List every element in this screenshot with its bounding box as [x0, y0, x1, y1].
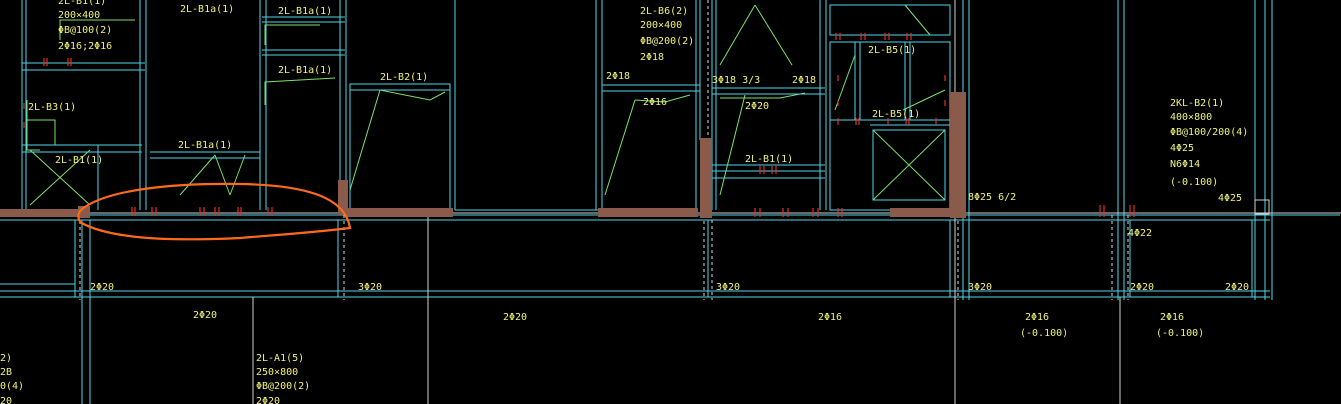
stirrup-spec-partial: 0(4): [0, 381, 24, 392]
rebar-spec: 3Φ20: [358, 282, 382, 293]
rebar-spec: 2Φ20: [1130, 282, 1154, 293]
rebar-lines: [26, 4, 946, 206]
beam-label: 2L-B1a(1): [178, 140, 232, 151]
beam-label-partial: 2): [0, 353, 12, 364]
rebar-spec: 2Φ20: [503, 312, 527, 323]
beam-label: 2L-B1(1): [745, 154, 793, 165]
rebar-spec: 2Φ20: [1225, 282, 1249, 293]
elevation: (-0.100): [1170, 177, 1218, 188]
rebar-spec: 2Φ20: [256, 396, 280, 404]
rebar-spec: 2Φ16: [818, 312, 842, 323]
rebar-spec: 2Φ18: [606, 71, 630, 82]
rebar-spec: 2Φ16: [1025, 312, 1049, 323]
rebar-spec-partial: 20: [0, 396, 12, 404]
walls: [0, 92, 966, 218]
rebar-spec: N6Φ14: [1170, 159, 1200, 170]
beam-label: 2L-B1(1): [55, 155, 103, 166]
elevation: (-0.100): [1020, 328, 1068, 339]
beam-size: 250×800: [256, 367, 298, 378]
rebar-spec: 2Φ20: [193, 310, 217, 321]
rebar-spec: 2Φ18: [640, 52, 664, 63]
stirrup-spec: ΦB@200(2): [256, 381, 310, 392]
beam-label: 2L-B5(1): [868, 45, 916, 56]
rebar-spec: 2Φ16;2Φ16: [58, 41, 112, 52]
beam-size: 200×400: [58, 10, 100, 21]
beam-label: 2L-B1(1): [58, 0, 106, 7]
beam-label: 2L-B1a(1): [278, 6, 332, 17]
rebar-spec: 3Φ20: [716, 282, 740, 293]
beam-label: 2L-B3(1): [28, 102, 76, 113]
rebar-spec: 3Φ20: [968, 282, 992, 293]
beam-label: 2L-B1a(1): [278, 65, 332, 76]
rebar-ticks: [23, 33, 1135, 217]
elevation: (-0.100): [1156, 328, 1204, 339]
rebar-spec: 2Φ16: [1160, 312, 1184, 323]
markup-circle[interactable]: [77, 182, 352, 241]
stirrup-spec: ΦB@100(2): [58, 25, 112, 36]
stirrup-spec: ΦB@200(2): [640, 36, 694, 47]
rebar-spec: 3Φ18 3/3: [712, 75, 760, 86]
rebar-spec: 4Φ25: [1170, 143, 1194, 154]
rebar-spec: 4Φ25: [1218, 193, 1242, 204]
stirrup-spec: ΦB@100/200(4): [1170, 127, 1248, 138]
rebar-spec: 2Φ18: [792, 75, 816, 86]
rebar-spec: 2Φ16: [643, 97, 667, 108]
beam-label: 2L-B1a(1): [180, 4, 234, 15]
rebar-spec: 2Φ20: [745, 101, 769, 112]
rebar-spec: 2Φ20: [90, 282, 114, 293]
rebar-spec: 8Φ25 6/2: [968, 192, 1016, 203]
beam-label: 2L-A1(5): [256, 353, 304, 364]
beam-label: 2L-B6(2): [640, 6, 688, 17]
frame-beam-label: 2KL-B2(1): [1170, 98, 1224, 109]
rebar-spec: 4Φ22: [1128, 228, 1152, 239]
beam-size: 400×800: [1170, 112, 1212, 123]
beam-label: 2L-B2(1): [380, 72, 428, 83]
beam-label: 2L-B5(1): [872, 109, 920, 120]
beam-size: 200×400: [640, 20, 682, 31]
beam-size-partial: 2B: [0, 367, 12, 378]
